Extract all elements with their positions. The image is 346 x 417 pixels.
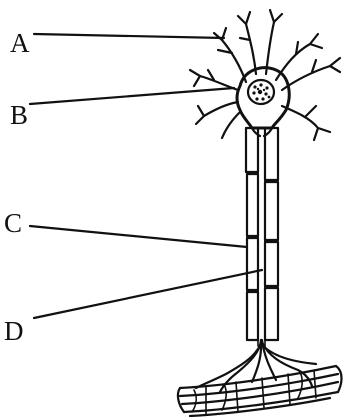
label-c: C: [4, 208, 22, 238]
myelin-sheath: [246, 128, 278, 340]
label-a: A: [10, 28, 30, 58]
muscle-fibers: [178, 366, 342, 416]
pointer-line-c: [30, 226, 247, 247]
pointer-line-d: [34, 270, 262, 318]
label-b: B: [10, 100, 28, 130]
pointer-line-b: [30, 88, 234, 104]
axon-terminals: [196, 340, 316, 392]
dendrites: [190, 10, 340, 140]
nucleus: [248, 80, 274, 104]
label-d: D: [4, 316, 24, 346]
pointer-line-a: [34, 34, 224, 38]
pointer-lines: [30, 34, 262, 318]
